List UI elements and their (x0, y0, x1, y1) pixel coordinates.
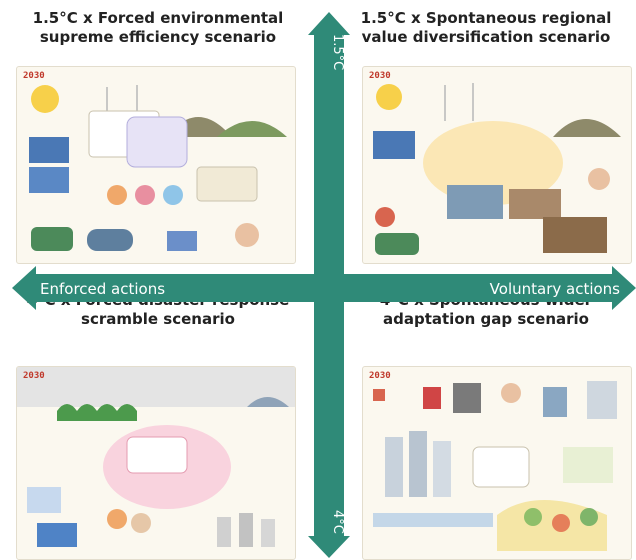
axis-label-4c: 4°C (330, 510, 345, 534)
axis-label-1-5c: 1.5°C (330, 34, 345, 71)
scenario-illustration-efficiency (29, 85, 287, 251)
axis-label-voluntary: Voluntary actions (489, 280, 620, 298)
year-label: 2030 (369, 71, 391, 81)
scenario-illustration-adaptation-gap (373, 381, 617, 551)
illustration-bottom-left: 2030 (16, 366, 296, 560)
vertical-axis-arrow (308, 12, 350, 558)
axis-label-enforced: Enforced actions (40, 280, 166, 298)
illustration-bottom-right: 2030 (362, 366, 632, 560)
year-label: 2030 (23, 71, 45, 81)
illustration-top-right: 2030 (362, 66, 632, 264)
year-label: 2030 (369, 371, 391, 381)
scenario-illustration-disaster (17, 367, 295, 547)
scenario-illustration-diversification (373, 83, 621, 255)
title-top-right: 1.5°C x Spontaneous regional value diver… (360, 9, 612, 46)
title-top-left: 1.5°C x Forced environmental supreme eff… (32, 9, 284, 46)
illustration-top-left: 2030 (16, 66, 296, 264)
year-label: 2030 (23, 371, 45, 381)
